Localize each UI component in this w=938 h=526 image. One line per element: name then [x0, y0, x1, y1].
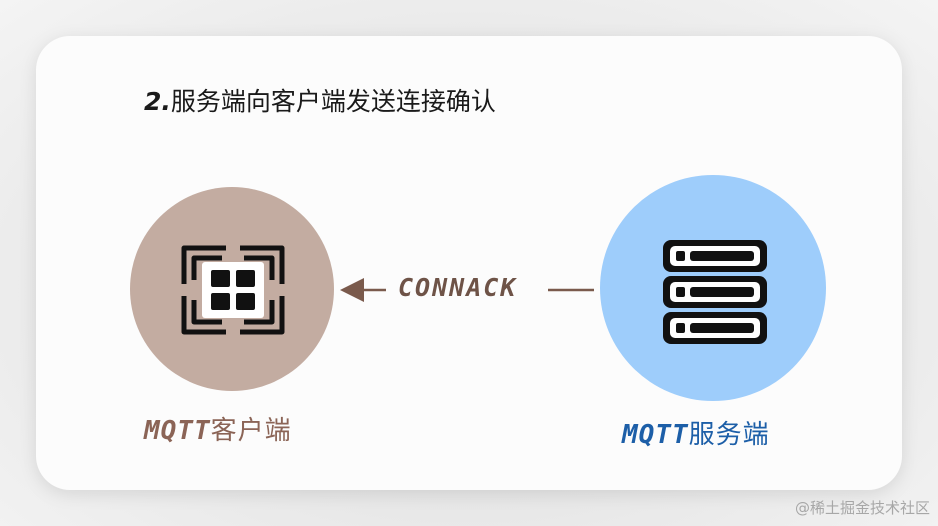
client-label-suffix: 客户端: [210, 416, 292, 446]
title-number: 2.: [144, 87, 171, 116]
server-rack-icon: [663, 240, 767, 344]
watermark: @稀土掘金技术社区: [794, 499, 930, 517]
connack-arrow: [340, 278, 594, 302]
client-label: MQTT客户端: [144, 410, 292, 447]
arrow-head: [340, 278, 364, 302]
title-text: 服务端向客户端发送连接确认: [170, 87, 496, 116]
server-label-prefix: MQTT: [622, 420, 689, 450]
grid-app-icon: [181, 245, 285, 335]
server-label: MQTT服务端: [622, 414, 770, 451]
message-label: CONNACK: [398, 273, 518, 302]
client-label-prefix: MQTT: [144, 416, 211, 446]
diagram-title: 2.服务端向客户端发送连接确认: [144, 82, 496, 118]
server-label-suffix: 服务端: [688, 420, 770, 450]
